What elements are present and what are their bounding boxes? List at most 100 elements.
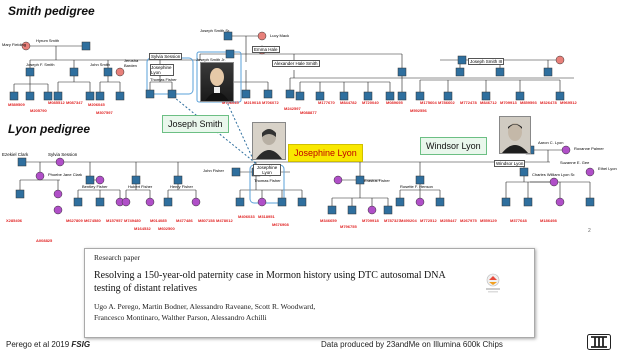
sample-id-label: M859593 [520, 100, 537, 105]
sample-id-label: M377648 [510, 218, 527, 223]
sample-id-label: M307597 [96, 110, 113, 115]
label-ethel-lyon: Ethel Lyon [598, 166, 617, 171]
label-hubert-fisher: Hubert Fisher [128, 184, 153, 189]
male-node [225, 49, 235, 59]
paper-type: Research paper [94, 253, 141, 262]
label-thomas-fisher-smith: Thomas Fisher [150, 77, 177, 82]
female-node [21, 41, 31, 51]
label-joseph-smith-sr: Joseph Smith Sr. [200, 28, 231, 33]
page-number: 2 [588, 228, 591, 234]
label-sylvia-session: Sylvia Session [149, 53, 183, 60]
paper-authors-line-1: Ugo A. Perego, Martin Bodner, Alessandro… [94, 302, 316, 311]
sample-id-label: M346659 [320, 218, 337, 223]
sample-id-label: M186498 [540, 218, 557, 223]
journal-name: FSIG [71, 340, 91, 349]
sample-id-label: M164532 [134, 226, 151, 231]
label-mary-fielding: Mary Fielding [2, 42, 27, 47]
label-bentley-fisher: Bentley Fisher [82, 184, 108, 189]
sample-id-label: M772478 [460, 100, 477, 105]
sample-id-label: M709918 [362, 218, 379, 223]
sample-id-label: M772512 [420, 218, 437, 223]
label-suzanne-e-gee: Suzanne E. Gee [560, 160, 590, 165]
check-for-updates-icon[interactable] [484, 272, 502, 294]
portrait-josephine-lyon [252, 122, 286, 160]
sample-id-label: M787327 [384, 218, 401, 223]
sample-id-label: M676908 [272, 222, 289, 227]
footer-data-source: Data produced by 23andMe on Illumina 600… [321, 340, 503, 349]
sample-id-label: M844782 [340, 100, 357, 105]
sample-id-label: M846712 [480, 100, 497, 105]
sample-id-label: M706072 [262, 100, 279, 105]
label-henry-fisher: Henry Fisher [170, 184, 193, 189]
callout-josephine-lyon: Josephine Lyon [288, 144, 363, 162]
label-john-fisher: John Fisher [203, 168, 224, 173]
sample-id-label: X285406 [6, 218, 23, 223]
sample-id-label: M786602 [438, 100, 455, 105]
label-joseph-smith-iii: Joseph Smith III [468, 58, 505, 65]
label-aaron-c-lyon: Aaron C. Lyon [538, 140, 564, 145]
label-joseph-smith-jr: Joseph Smith Jr. [196, 57, 226, 62]
label-jerusha-barden: Jerusha Barden [124, 58, 139, 68]
sample-id-label: M807158 [198, 218, 215, 223]
label-sylvia-session-lyon: Sylvia Session [48, 152, 78, 157]
sample-id-label: M175604 [420, 100, 437, 105]
sample-id-label: M478012 [216, 218, 233, 223]
sample-id-label: M267975 [460, 218, 477, 223]
sample-id-label: M602500 [158, 226, 175, 231]
callout-joseph-smith: Joseph Smith [162, 115, 229, 133]
sample-id-label: M318951 [258, 214, 275, 219]
paper-title: Resolving a 150-year-old paternity case … [94, 270, 446, 294]
label-ezekiel-clark: Ezekiel Clark [2, 152, 29, 157]
label-joseph-f-smith: Joseph F. Smith [26, 62, 55, 67]
label-lucy-mack: Lucy Mack [270, 33, 290, 38]
label-emma-hale: Emma Hale [252, 46, 280, 53]
sample-id-label: M706045 [222, 100, 239, 105]
sample-id-label: M969512 [560, 100, 577, 105]
paper-card: Research paper Resolving a 150-year-old … [84, 248, 535, 338]
sample-id-label: M720040 [362, 100, 379, 105]
label-thomas-fisher-lyon: Thomas Fisher [254, 178, 281, 183]
footer-citation: Perego et al 2019 FSIG [6, 340, 90, 349]
sample-id-label: M674580 [84, 218, 101, 223]
label-alexander-hale-smith: Alexander Hale Smith [272, 60, 320, 67]
citation-text: Perego et al 2019 [6, 340, 70, 349]
label-josephine-lyon-smith: Josephine Lyon [150, 64, 174, 76]
sample-id-label: M157957 [106, 218, 123, 223]
sample-id-label: M219018 [244, 100, 261, 105]
callout-windsor-lyon: Windsor Lyon [420, 137, 487, 155]
sample-id-label: M559129 [480, 218, 497, 223]
sample-id-label: M087347 [66, 100, 83, 105]
label-josephine-lyon-lyon: Josephine Lyon [253, 164, 281, 176]
female-node [257, 31, 267, 41]
sample-id-label: M406033 [238, 214, 255, 219]
sample-id-label: M242597 [284, 106, 301, 111]
sample-id-label: M592556 [410, 108, 427, 113]
sample-id-label: M014085 [150, 218, 167, 223]
sample-id-label: M326478 [540, 100, 557, 105]
sample-id-label: M089695 [386, 100, 403, 105]
portrait-windsor-lyon [499, 116, 531, 154]
sample-id-label: M085512 [48, 100, 65, 105]
sample-id-label: M205790 [30, 108, 47, 113]
label-hyrum-smith: Hyrum Smith [36, 38, 60, 43]
male-node [81, 41, 91, 51]
sample-id-label: M477486 [176, 218, 193, 223]
paper-authors: Ugo A. Perego, Martin Bodner, Alessandro… [94, 301, 464, 323]
lyon-pedigree-heading: Lyon pedigree [8, 122, 91, 136]
label-erastus-fisher: Erastus Fisher [364, 178, 390, 183]
label-windsor-lyon: Windsor Lyon [494, 160, 526, 167]
smith-pedigree-heading: Smith pedigree [8, 4, 95, 18]
sample-id-label: M796755 [340, 224, 357, 229]
sample-id-label: M177670 [318, 100, 335, 105]
male-node [223, 31, 233, 41]
sample-id-label: A008825 [36, 238, 53, 243]
paper-authors-line-2: Francesco Montinaro, Walther Parson, Ale… [94, 313, 267, 322]
sample-id-label: M749480 [124, 218, 141, 223]
label-rosette-f-henson: Rosette F. Henson [400, 184, 433, 189]
label-phoebe-jane-clark: Phoebe Jane Clark [48, 172, 83, 177]
sample-id-label: M709913 [500, 100, 517, 105]
label-charles-william-lyon-sr: Charles William Lyon Sr. [532, 172, 576, 177]
sample-id-label: M589509 [8, 102, 25, 107]
portrait-joseph-smith [200, 62, 234, 102]
